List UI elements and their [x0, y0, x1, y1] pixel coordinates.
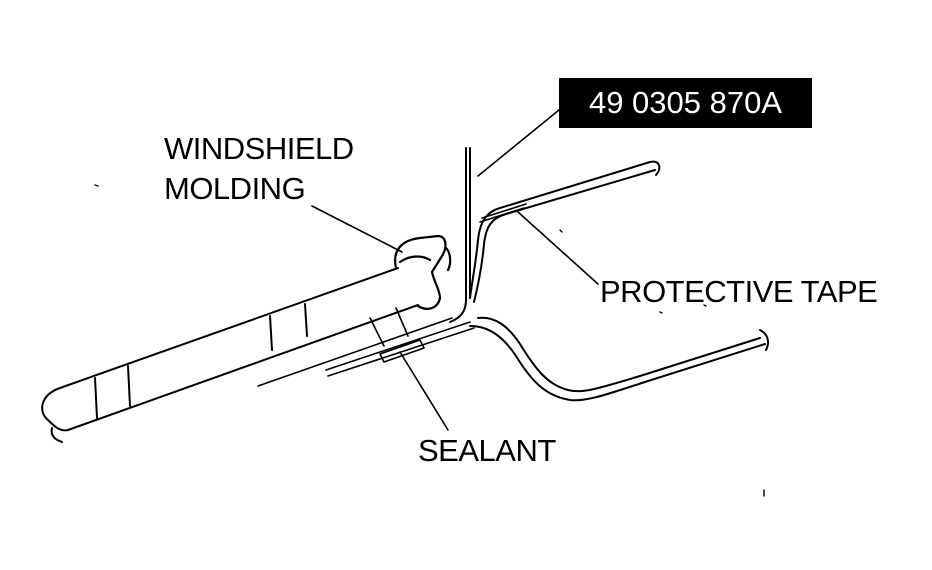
- part-number-badge: 49 0305 870A: [559, 78, 812, 128]
- leader-part-number: [477, 109, 560, 177]
- windshield-glass: [41, 267, 419, 443]
- label-molding-line2: MOLDING: [164, 171, 306, 206]
- protective-tape-strip: [479, 203, 527, 223]
- leader-sealant: [399, 351, 449, 431]
- windshield-molding-shape: [394, 234, 452, 310]
- label-windshield-line1: WINDSHIELD: [164, 131, 354, 166]
- leader-protective-tape: [517, 211, 599, 285]
- sealant-layers: [257, 307, 475, 387]
- leader-lines: [311, 109, 599, 431]
- label-protective-tape: PROTECTIVE TAPE: [600, 274, 878, 309]
- leader-windshield-molding: [311, 205, 403, 253]
- print-specks: [94, 184, 765, 497]
- label-sealant: SEALANT: [418, 433, 556, 468]
